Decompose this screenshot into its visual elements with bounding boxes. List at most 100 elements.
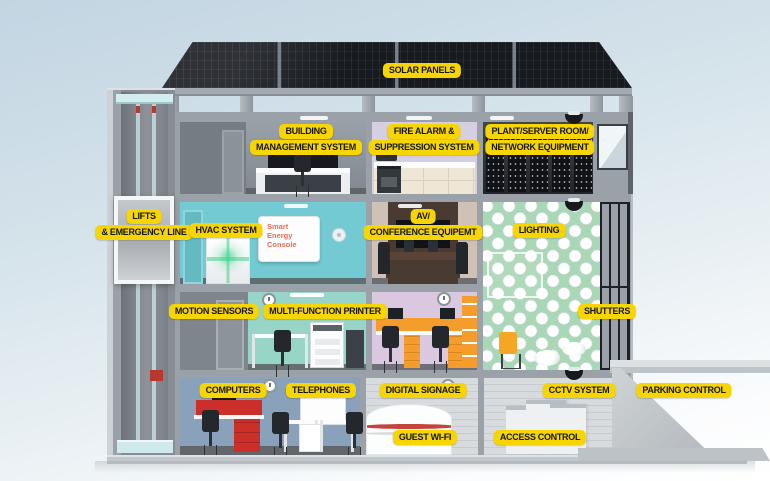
label-text: SHUTTERS: [577, 304, 637, 319]
label-hvac: HVAC SYSTEM: [189, 223, 263, 238]
roof-beam: [162, 88, 632, 96]
lounge-chair: [497, 332, 521, 369]
label-access-control: ACCESS CONTROL: [493, 430, 587, 445]
office-chair: [270, 412, 292, 452]
conference-chair: [404, 236, 414, 260]
lift-machine-beam: [116, 94, 173, 104]
parking-deck: [610, 360, 770, 373]
label-text: ACCESS CONTROL: [493, 430, 587, 445]
access-gate: [550, 404, 586, 454]
reception-desk: [366, 404, 452, 455]
label-telephones: TELEPHONES: [285, 383, 357, 398]
conference-table: [380, 252, 466, 278]
label-av-conference: AV/ CONFERENCE EQUIPEMT: [363, 209, 483, 240]
server-room-window: [597, 124, 628, 170]
label-motion-sensors: MOTION SENSORS: [168, 304, 260, 319]
label-multi-function-printer: MULTI-FUNCTION PRINTER: [263, 304, 387, 319]
label-text: LIFTS: [126, 209, 162, 224]
conference-chair: [456, 242, 468, 274]
label-text: MOTION SENSORS: [168, 304, 260, 319]
label-shutters: SHUTTERS: [577, 304, 637, 319]
lift-rail-cap: [152, 106, 156, 113]
multi-function-printer: [310, 322, 344, 368]
label-text: PLANT/SERVER ROOM/: [485, 124, 595, 139]
label-text: COMPUTERS: [199, 383, 267, 398]
lift-rail-cap: [136, 106, 140, 113]
label-text: NETWORK EQUIPMENT: [485, 139, 595, 155]
label-text: MULTI-FUNCTION PRINTER: [263, 304, 387, 319]
label-cctv-system: CCTV SYSTEM: [542, 383, 616, 398]
whiteboard-line: Console: [267, 240, 297, 249]
office-chair: [292, 150, 314, 190]
parking-lower-deck: [578, 448, 770, 461]
label-solar-panels: SOLAR PANELS: [382, 63, 462, 78]
white-cabinet: [299, 424, 321, 452]
conference-chair: [428, 236, 438, 260]
ground-slab: [107, 455, 747, 464]
label-plant-server-room: PLANT/SERVER ROOM/ NETWORK EQUIPMENT: [485, 124, 595, 155]
label-text: HVAC SYSTEM: [189, 223, 263, 238]
label-text: FIRE ALARM &: [387, 124, 461, 139]
label-text: SUPPRESSION SYSTEM: [368, 139, 480, 155]
label-text: SOLAR PANELS: [382, 63, 462, 78]
building-edge: [628, 112, 633, 194]
label-text: TELEPHONES: [285, 383, 357, 398]
label-digital-signage: DIGITAL SIGNAGE: [379, 383, 467, 398]
ceiling-vent: [490, 116, 514, 120]
label-lighting: LIGHTING: [512, 223, 566, 238]
office-chair: [430, 326, 452, 366]
label-text: LIGHTING: [512, 223, 566, 238]
bms-door: [222, 130, 244, 194]
cctv-camera-icon: [565, 367, 583, 380]
desk-top: [426, 331, 474, 335]
label-text: BUILDING: [279, 124, 333, 139]
drawer-unit: [448, 335, 464, 368]
kitchen-counter: [374, 162, 475, 168]
parking-ramp: [612, 368, 708, 455]
whiteboard-line: Smart: [267, 222, 289, 231]
smart-energy-console-board: Smart Energy Console: [258, 216, 320, 262]
office-chair: [380, 326, 402, 366]
floor-dome-lamp: [562, 342, 586, 356]
ceiling-vent: [398, 204, 422, 208]
drawer-unit: [404, 335, 420, 368]
conference-chair: [378, 242, 390, 274]
roof-pillar: [619, 96, 633, 114]
office-chair: [200, 410, 222, 452]
label-parking-control: PARKING CONTROL: [636, 383, 732, 398]
label-text: CONFERENCE EQUIPEMT: [363, 224, 483, 240]
label-text: CCTV SYSTEM: [542, 383, 616, 398]
orange-shelving: [462, 296, 477, 368]
hvac-unit: [206, 234, 250, 284]
roof-pillar: [240, 96, 253, 114]
storage-cabinet: [346, 330, 364, 368]
label-text: MANAGEMENT SYSTEM: [250, 139, 362, 155]
label-guest-wifi: GUEST WI-FI: [392, 430, 458, 445]
ground-shadow: [95, 461, 755, 473]
label-text: & EMERGENCY LINE: [95, 224, 193, 240]
window-shutters: [600, 202, 630, 370]
whiteboard-line: Energy: [267, 231, 293, 240]
ceiling-vent: [300, 116, 328, 120]
ceiling-vent: [406, 116, 432, 120]
ceiling-light: [290, 293, 324, 297]
kitchen-oven: [377, 166, 401, 193]
glass-table: [487, 252, 543, 298]
wall-sensor-icon: [332, 228, 346, 242]
label-lifts: LIFTS & EMERGENCY LINE: [95, 209, 193, 240]
desk-top: [376, 331, 428, 335]
monitor: [388, 308, 403, 319]
label-computers: COMPUTERS: [199, 383, 267, 398]
label-text: AV/: [410, 209, 436, 224]
office-chair: [344, 412, 366, 452]
floor-dome-lamp: [534, 350, 560, 366]
cctv-camera-icon: [565, 111, 583, 124]
label-building-management: BUILDING MANAGEMENT SYSTEM: [250, 124, 362, 155]
roof-pillar: [472, 96, 485, 114]
label-text: DIGITAL SIGNAGE: [379, 383, 467, 398]
roof-pillar: [362, 96, 375, 114]
ceiling-vent: [284, 204, 308, 208]
office-chair: [272, 330, 294, 368]
label-text: PARKING CONTROL: [636, 383, 732, 398]
